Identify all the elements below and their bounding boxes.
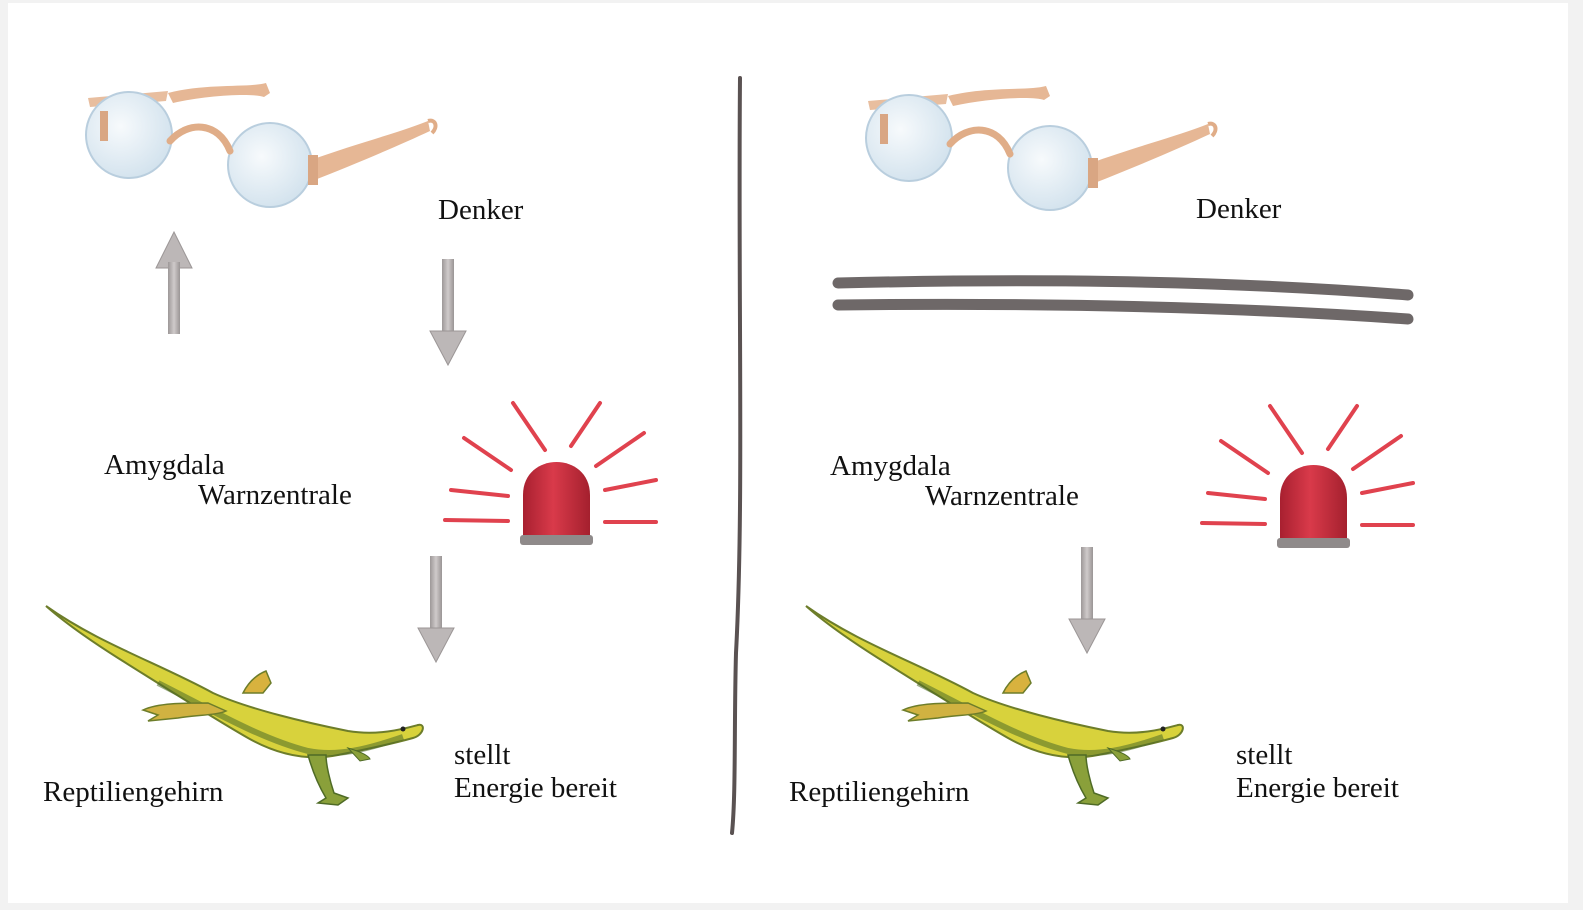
thinker-label-right: Denker	[1196, 195, 1281, 224]
energy-label-line1-right: stellt	[1236, 741, 1292, 770]
thinker-label-left: Denker	[438, 196, 523, 225]
siren-icon	[445, 403, 656, 545]
left-panel	[46, 83, 656, 805]
arrow-up-icon	[156, 232, 192, 334]
right-panel	[806, 86, 1413, 805]
reptile-brain-label-right: Reptiliengehirn	[789, 778, 969, 807]
blocking-lines	[838, 281, 1408, 319]
warning-center-label-right: Warnzentrale	[925, 482, 1079, 511]
arrow-down-icon	[1069, 547, 1105, 653]
energy-label-line2-left: Energie bereit	[454, 774, 617, 803]
reptile-brain-label-left: Reptiliengehirn	[43, 778, 223, 807]
energy-label-line1-left: stellt	[454, 741, 510, 770]
panel-divider	[732, 78, 740, 833]
arrow-down-icon	[430, 259, 466, 365]
warning-center-label-left: Warnzentrale	[198, 481, 352, 510]
energy-label-line2-right: Energie bereit	[1236, 774, 1399, 803]
amygdala-label-left: Amygdala	[104, 451, 225, 480]
arrow-down-icon	[418, 556, 454, 662]
siren-icon	[1202, 406, 1413, 548]
glasses-icon	[86, 83, 435, 207]
diagram-canvas: Denker Amygdala Warnzentrale Reptilienge…	[8, 3, 1568, 903]
amygdala-label-right: Amygdala	[830, 452, 951, 481]
glasses-icon	[866, 86, 1215, 210]
diagram-art	[8, 3, 1568, 903]
